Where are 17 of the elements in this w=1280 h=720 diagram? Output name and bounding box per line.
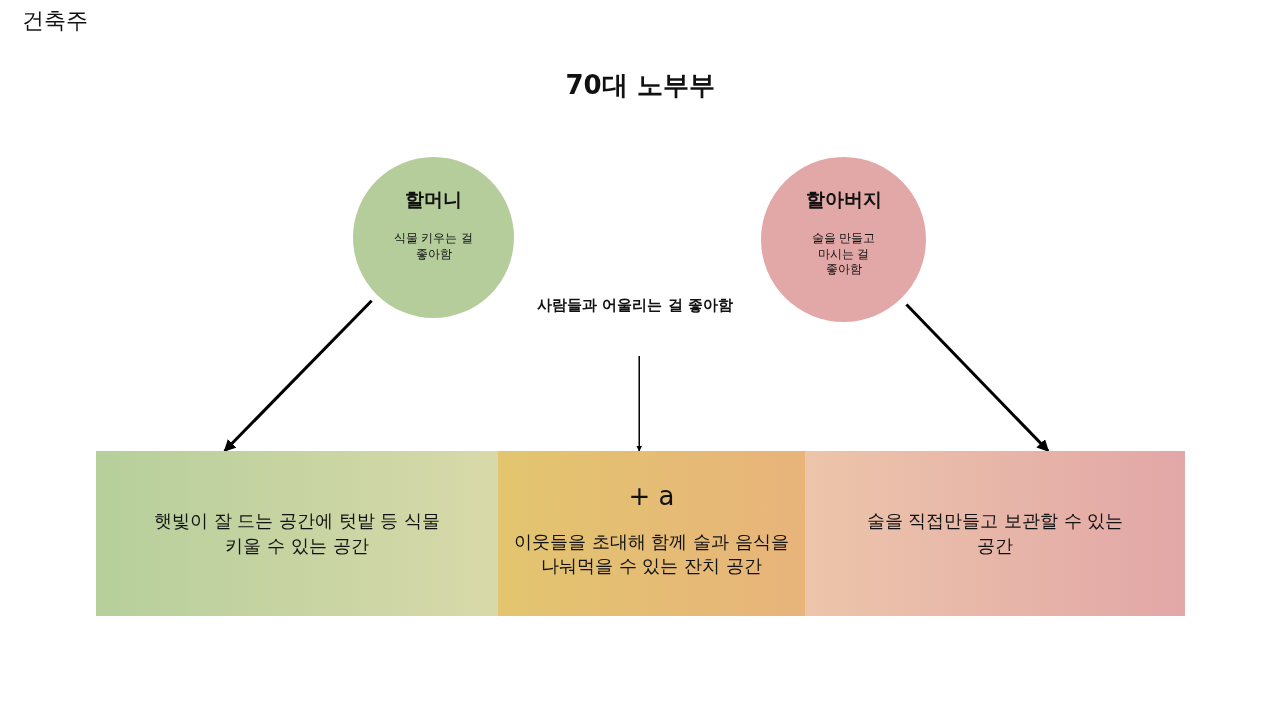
space-band <box>498 451 805 616</box>
person-name: 할머니 <box>405 187 462 212</box>
space-description: 이웃들을 초대해 함께 술과 음식을 나눠먹을 수 있는 잔치 공간 <box>513 529 790 579</box>
space-description: 술을 직접만들고 보관할 수 있는 공간 <box>865 509 1125 558</box>
person-description: 술을 만들고 마시는 걸 좋아함 <box>810 231 877 278</box>
space-band <box>805 451 1185 616</box>
person-description: 식물 키우는 걸 좋아함 <box>392 231 475 263</box>
space-band <box>96 451 498 616</box>
extra-heading: + a <box>628 479 675 513</box>
diagram-title: 70대 노부부 <box>564 69 716 102</box>
shared-trait-text: 사람들과 어울리는 걸 좋아함 <box>537 296 733 315</box>
arrow <box>636 355 643 452</box>
client-label: 건축주 <box>22 7 88 35</box>
space-description: 햇빛이 잘 드는 공간에 텃밭 등 식물 키울 수 있는 공간 <box>152 509 442 558</box>
arrow <box>905 303 1050 453</box>
arrow <box>223 299 373 453</box>
person-name: 할아버지 <box>805 187 882 212</box>
